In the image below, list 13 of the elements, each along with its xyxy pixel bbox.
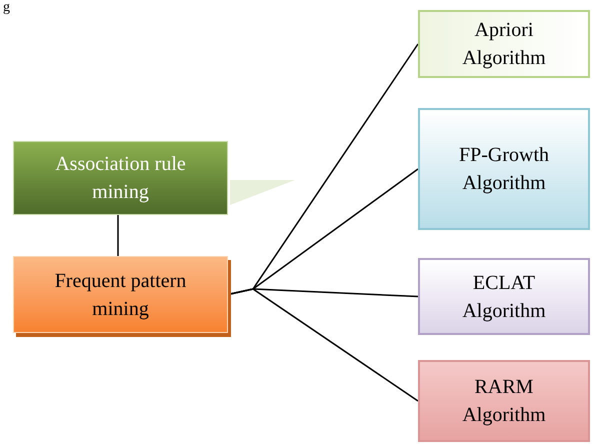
- process-box: [418, 360, 590, 442]
- process-box: [418, 10, 590, 78]
- box-label: RARM Algorithm: [461, 375, 547, 428]
- process-box: [418, 258, 590, 335]
- box-label: Apriori Algorithm: [461, 18, 547, 71]
- box-label: Frequent pattern mining: [54, 268, 188, 322]
- box-label: Association rule mining: [54, 152, 187, 205]
- process-box: [13, 141, 228, 215]
- process-box: [418, 108, 590, 230]
- box-label: FP-Growth Algorithm: [458, 143, 550, 196]
- text-fragment: g: [3, 0, 10, 16]
- box-label: ECLAT Algorithm: [461, 270, 547, 324]
- connector-line: [117, 215, 119, 256]
